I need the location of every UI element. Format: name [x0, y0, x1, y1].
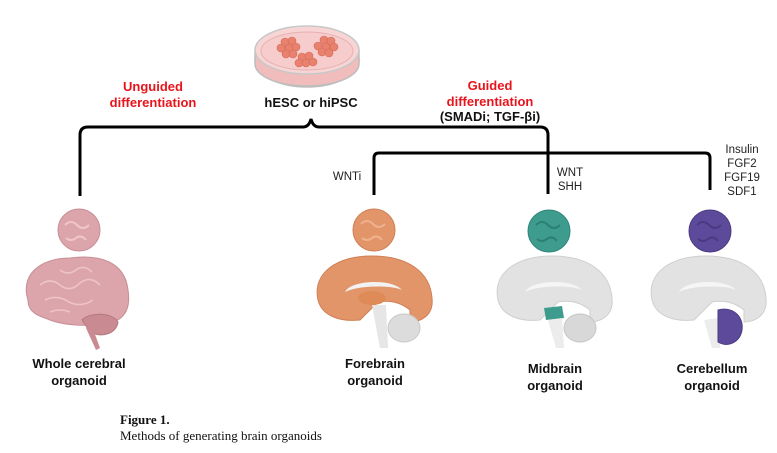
unguided-label-line1: Unguided — [123, 79, 183, 94]
midbrain-factors: WNT SHH — [554, 166, 586, 194]
unguided-guided-bracket — [78, 118, 550, 196]
guided-factors-label: (SMADi; TGF-βi) — [439, 109, 541, 124]
cerebellum-factors: Insulin FGF2 FGF19 SDF1 — [718, 143, 766, 199]
figure-caption-text: Methods of generating brain organoids — [120, 428, 322, 443]
midbrain-organoid-sphere-icon — [527, 209, 571, 253]
whole-brain-icon — [25, 256, 130, 350]
label-line1: Cerebellum — [676, 361, 748, 376]
label-line2: organoid — [51, 373, 107, 388]
label-line2: organoid — [684, 378, 740, 393]
factor-wnt: WNT — [556, 167, 584, 179]
factor-shh: SHH — [557, 181, 583, 193]
label-line2: organoid — [527, 378, 583, 393]
cerebellum-brain-icon — [650, 255, 767, 348]
forebrain-organoid-sphere-icon — [352, 208, 396, 252]
guided-label-line1: Guided — [467, 78, 513, 93]
factor-fgf2: FGF2 — [727, 158, 757, 170]
label-line1: Forebrain — [345, 356, 405, 371]
cerebellum-organoid-label: Cerebellum organoid — [642, 360, 777, 394]
cerebellum-organoid-sphere-icon — [688, 209, 732, 253]
forebrain-brain-icon — [316, 255, 433, 348]
petri-dish-icon — [254, 25, 360, 88]
factor-fgf19: FGF19 — [724, 172, 760, 184]
midbrain-brain-icon — [496, 255, 613, 348]
forebrain-organoid-label: Forebrain organoid — [305, 355, 445, 389]
whole-cerebral-organoid-label: Whole cerebral organoid — [9, 355, 149, 389]
regional-bracket — [372, 151, 712, 195]
factor-wnti: WNTi — [332, 171, 362, 183]
unguided-label-line2: differentiation — [109, 95, 197, 110]
unguided-differentiation-label: Unguided differentiation — [88, 79, 218, 111]
figure-caption-title: Figure 1. — [120, 412, 170, 427]
label-line1: Whole cerebral — [32, 356, 126, 371]
guided-differentiation-label: Guided differentiation — [405, 78, 575, 110]
label-line1: Midbrain — [527, 361, 583, 376]
guided-label-line2: differentiation — [446, 94, 534, 109]
forebrain-factors: WNTi — [330, 170, 364, 184]
label-line2: organoid — [347, 373, 403, 388]
source-cells-label: hESC or hiPSC — [264, 95, 358, 110]
whole-cerebral-organoid-sphere-icon — [57, 208, 101, 252]
factor-sdf1: SDF1 — [727, 186, 757, 198]
factor-insulin: Insulin — [725, 144, 759, 156]
midbrain-organoid-label: Midbrain organoid — [485, 360, 625, 394]
